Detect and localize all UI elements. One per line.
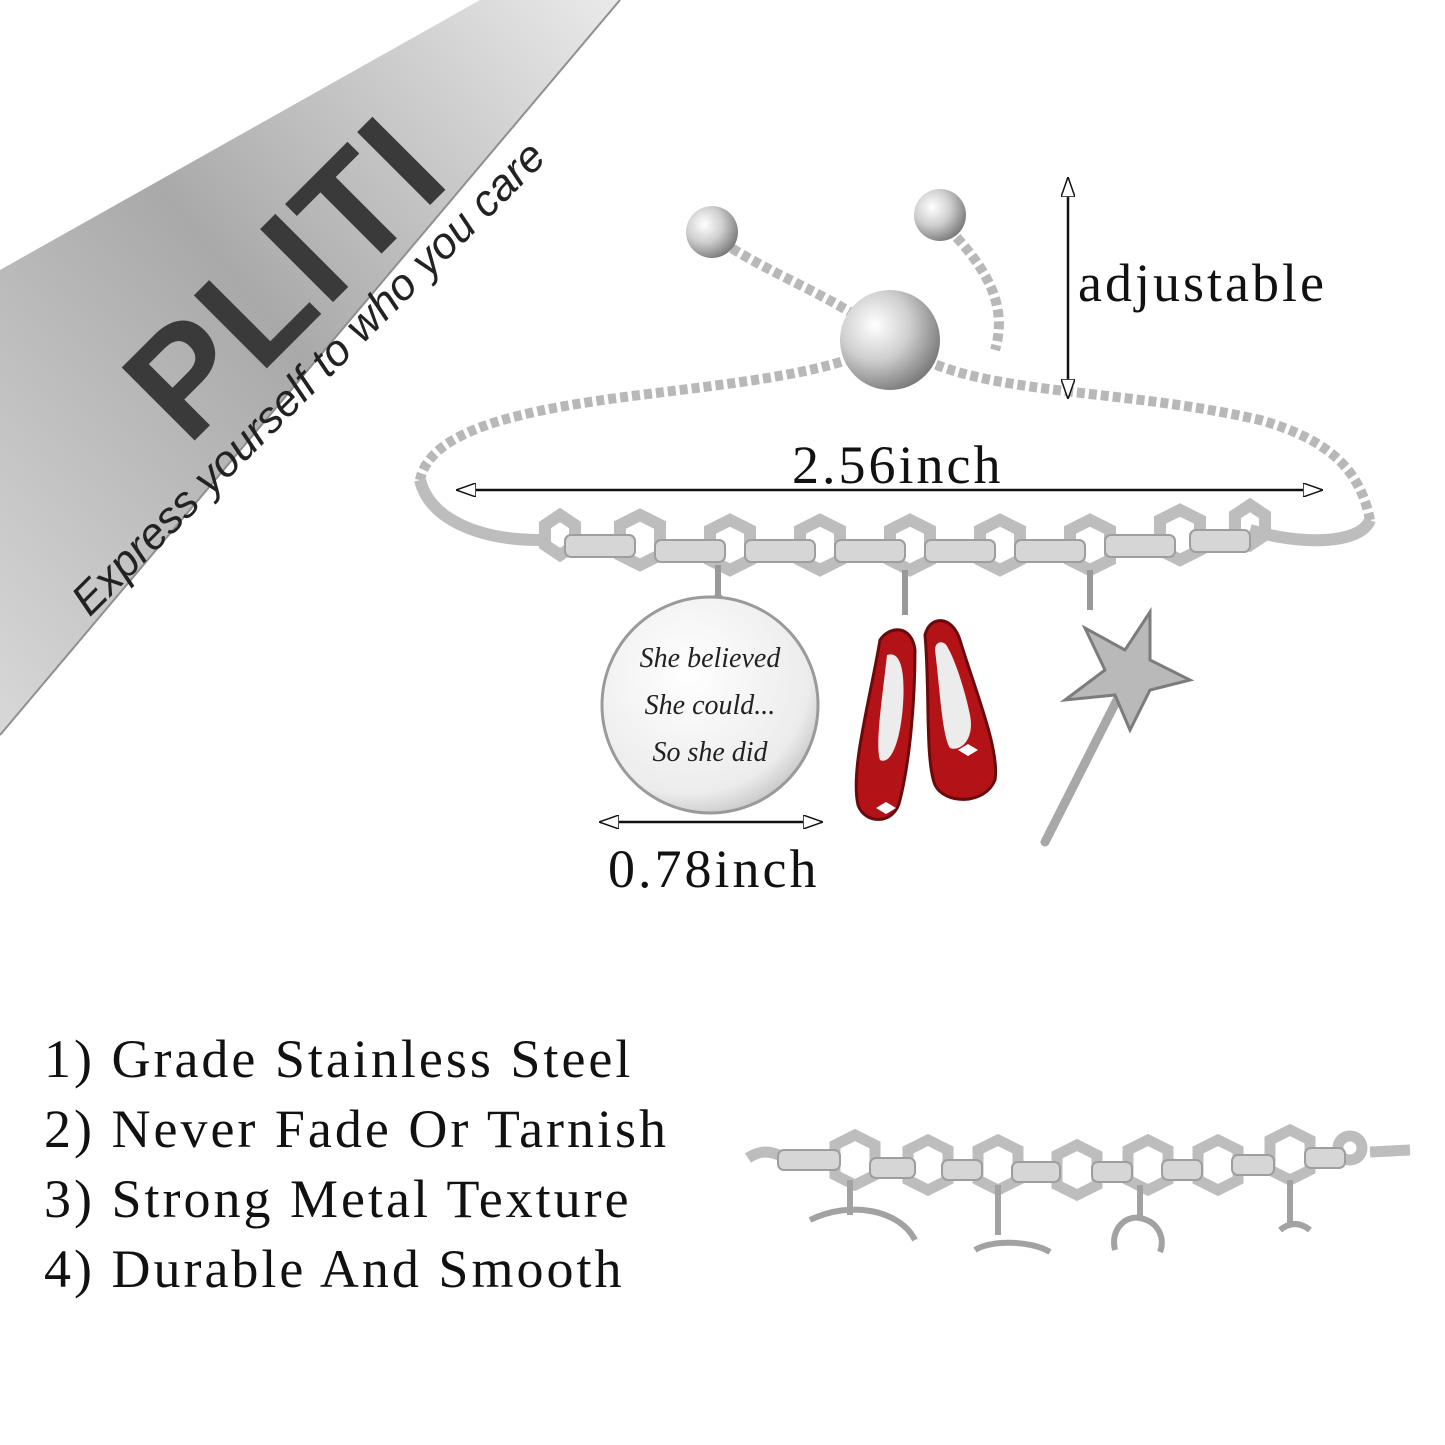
feature-item: 4) Durable And Smooth [44,1239,625,1299]
star-wand-charm [1040,570,1195,847]
adjustable-label: adjustable [1078,253,1327,313]
charm-engraving-line-1: She believed [639,643,781,674]
slider-bead [840,290,940,390]
feature-item: 1) Grade Stainless Steel [44,1029,634,1089]
chain-detail-bars [777,1147,1346,1183]
ruby-slippers-charm [854,570,998,821]
length-label: 2.56inch [792,435,1004,495]
banner-edge [0,0,621,736]
feature-list: 1) Grade Stainless Steel 2) Never Fade O… [44,1028,669,1308]
chain-bars [564,529,1251,563]
charm-engraving-line-3: So she did [652,737,768,768]
disc-charm [600,595,820,815]
end-bead-right [914,189,966,241]
charm-engraving-line-2: She could... [644,690,776,721]
end-bead-left [686,206,738,258]
chain-detail-charms [808,1180,1312,1255]
feature-item: 2) Never Fade Or Tarnish [44,1099,670,1159]
diameter-label: 0.78inch [608,839,820,899]
feature-item: 3) Strong Metal Texture [44,1169,632,1229]
